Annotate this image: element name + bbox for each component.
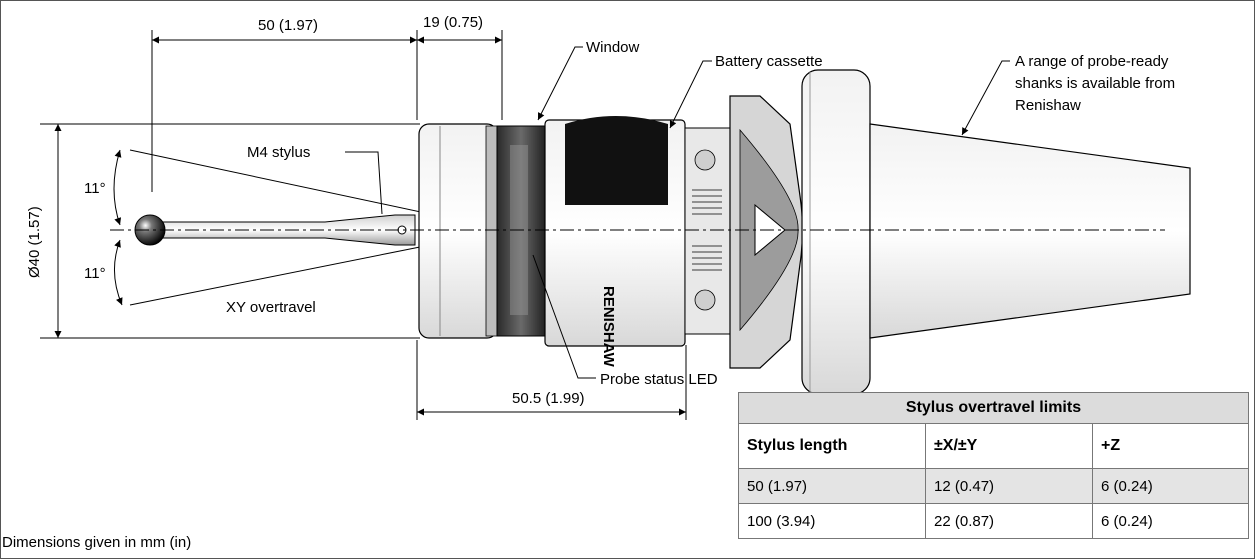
label-window: Window bbox=[586, 39, 640, 56]
table-header-xy: ±X/±Y bbox=[925, 423, 1093, 469]
label-angle-bottom: 11° bbox=[84, 265, 106, 282]
overtravel-limits-table: Stylus overtravel limits Stylus length ±… bbox=[738, 392, 1249, 539]
probe-front-cap bbox=[418, 123, 498, 339]
table-cell: 100 (3.94) bbox=[738, 503, 926, 539]
label-stylus-length: 50 (1.97) bbox=[258, 17, 318, 34]
label-shank-line3: Renishaw bbox=[1015, 97, 1081, 114]
table-cell: 6 (0.24) bbox=[1092, 503, 1249, 539]
leader-battery bbox=[669, 60, 712, 129]
label-battery: Battery cassette bbox=[715, 53, 823, 70]
label-shank-line1: A range of probe-ready bbox=[1015, 53, 1169, 70]
angle-arc-top bbox=[113, 149, 122, 226]
leader-shank bbox=[961, 60, 1010, 136]
leader-stylus bbox=[345, 151, 383, 215]
taper-shank bbox=[869, 123, 1191, 339]
shank-collar bbox=[801, 69, 871, 395]
battery-cassette-cover bbox=[565, 116, 668, 205]
coupling-springs bbox=[692, 149, 722, 311]
label-overtravel: XY overtravel bbox=[226, 299, 316, 316]
label-stylus: M4 stylus bbox=[247, 144, 310, 161]
probe-window bbox=[496, 125, 546, 337]
label-diameter: Ø40 (1.57) bbox=[26, 206, 43, 278]
table-header-stylus-length: Stylus length bbox=[738, 423, 926, 469]
front-cap-ring bbox=[485, 125, 499, 337]
table-title: Stylus overtravel limits bbox=[738, 392, 1249, 424]
table-header-z: +Z bbox=[1092, 423, 1249, 469]
table-row: 50 (1.97) 12 (0.47) 6 (0.24) bbox=[738, 468, 1249, 504]
brand-mark: RENISHAW bbox=[600, 286, 617, 368]
table-cell: 12 (0.47) bbox=[925, 468, 1093, 504]
table-cell: 22 (0.87) bbox=[925, 503, 1093, 539]
table-title-row: Stylus overtravel limits bbox=[738, 392, 1249, 424]
table-cell: 50 (1.97) bbox=[738, 468, 926, 504]
label-front-section: 19 (0.75) bbox=[423, 14, 483, 31]
table-header-row: Stylus length ±X/±Y +Z bbox=[738, 423, 1249, 469]
table-cell: 6 (0.24) bbox=[1092, 468, 1249, 504]
label-angle-top: 11° bbox=[84, 180, 106, 197]
leader-window bbox=[537, 46, 583, 121]
leader-led bbox=[532, 254, 596, 379]
label-led: Probe status LED bbox=[600, 371, 718, 388]
label-body-length: 50.5 (1.99) bbox=[512, 390, 585, 407]
angle-arc-bottom bbox=[113, 239, 123, 306]
dimensions-note: Dimensions given in mm (in) bbox=[2, 534, 192, 551]
table-row: 100 (3.94) 22 (0.87) 6 (0.24) bbox=[738, 503, 1249, 539]
label-shank-line2: shanks is available from bbox=[1015, 75, 1175, 92]
